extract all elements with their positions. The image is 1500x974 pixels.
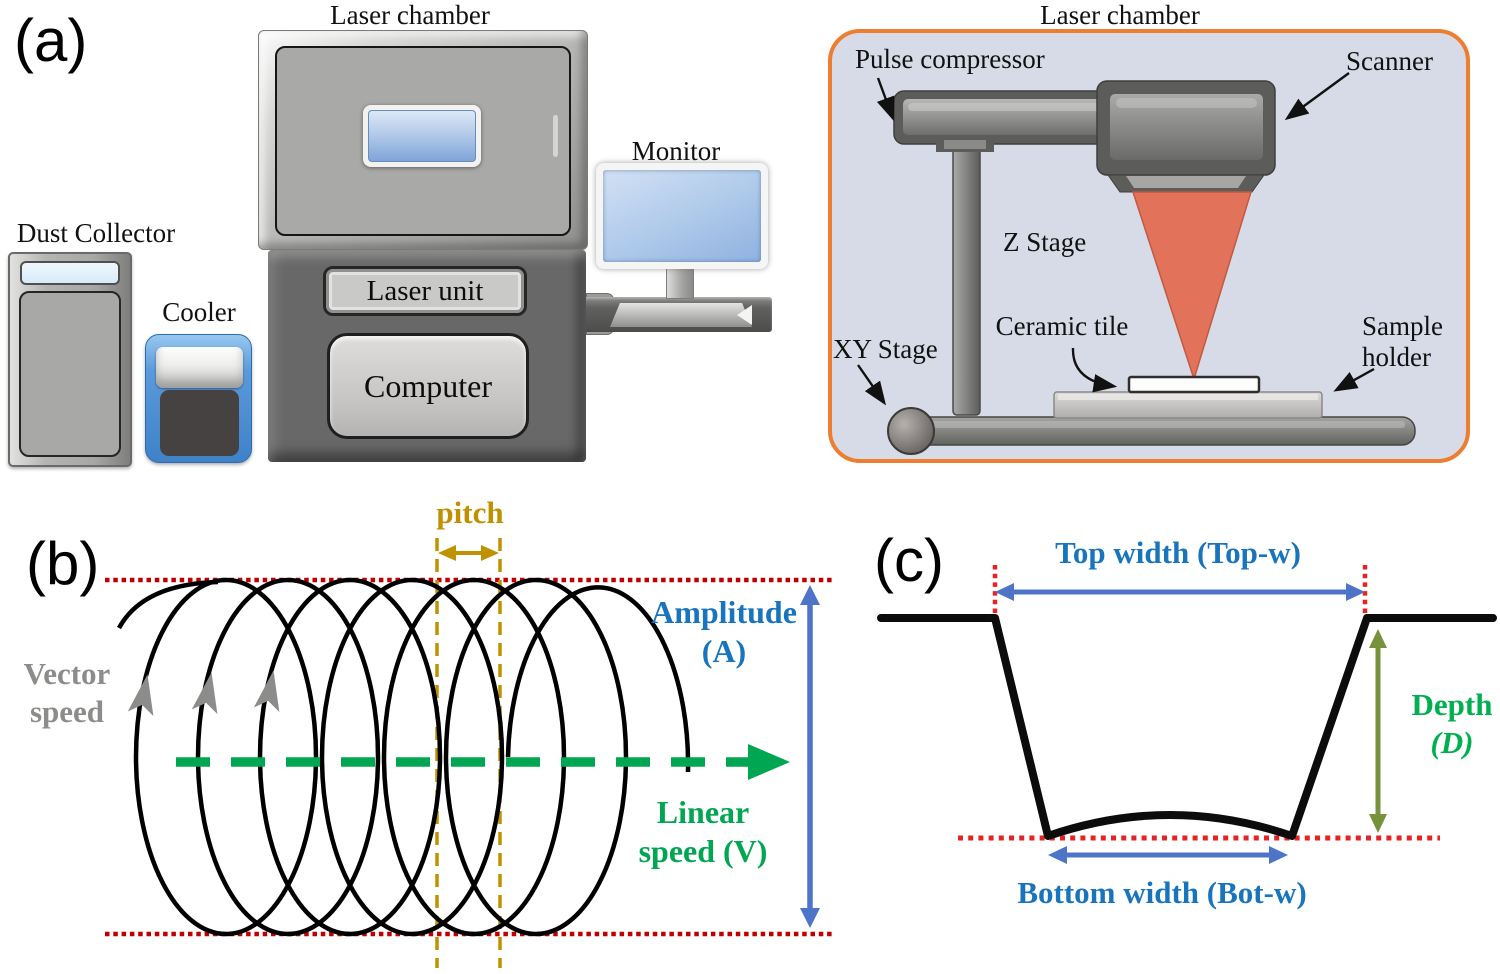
- scanner-highlight: [1116, 98, 1257, 108]
- monitor-stand: [666, 268, 694, 299]
- dust-collector-unit: [8, 252, 132, 467]
- linear-speed-arrowhead: [748, 744, 790, 780]
- spiral-diagram: [105, 538, 833, 968]
- ceramic-tile-label: Ceramic tile: [995, 311, 1129, 341]
- top-width-arrowhead-left: [995, 583, 1014, 601]
- amplitude-line2: (A): [701, 633, 747, 669]
- depth-arrowhead-top: [1369, 629, 1387, 648]
- pulse-compressor-label: Pulse compressor: [855, 44, 1045, 74]
- spiral-loop: [381, 577, 567, 937]
- pitch-label: pitch: [436, 495, 504, 530]
- pitch-arrowhead-right: [481, 545, 499, 561]
- ceramic-tile: [1127, 375, 1261, 394]
- top-width-label: Top width (Top-w): [1055, 535, 1301, 570]
- groove-profile-diagram: [877, 565, 1497, 864]
- ceramic-tile-arrow: [1071, 347, 1118, 393]
- computer-box: Computer: [327, 333, 529, 439]
- amplitude-line1: Amplitude: [651, 594, 797, 630]
- cooler-front-panel: [160, 390, 239, 456]
- spiral-loop: [257, 577, 443, 937]
- laser-chamber-title-left: Laser chamber: [330, 0, 490, 30]
- bottom-width-arrowhead-left: [1048, 846, 1067, 864]
- sample-holder-label-line2: holder: [1362, 342, 1431, 372]
- laser-chamber-detail: [828, 29, 1470, 463]
- z-stage-column: [952, 132, 981, 416]
- arm-highlight: [908, 103, 1104, 111]
- cabinet-window-glass: [368, 110, 476, 162]
- laser-chamber-title-right: Laser chamber: [1040, 0, 1200, 30]
- z-stage-label: Z Stage: [1003, 227, 1087, 257]
- cooler-lid: [156, 347, 243, 388]
- computer-label: Computer: [364, 367, 492, 404]
- cooler-label: Cooler: [162, 297, 236, 327]
- pitch-arrowhead-left: [438, 545, 456, 561]
- spiral-loop: [443, 577, 629, 937]
- cabinet-window-frame: [363, 105, 481, 167]
- pulse-compressor-arrow: [876, 77, 895, 121]
- linear-speed-line1: Linear: [656, 794, 750, 830]
- spiral-loop: [133, 577, 319, 937]
- vector-speed-arrowhead: [127, 674, 154, 717]
- panel-c-tag: (c): [874, 527, 944, 594]
- depth-line1: Depth: [1411, 687, 1493, 722]
- laser-chamber-cabinet: [258, 30, 588, 250]
- laser-beam: [1131, 191, 1253, 382]
- dust-collector-vent: [20, 261, 120, 285]
- sample-holder-label: Sample holder: [1362, 311, 1443, 373]
- scanner-lens: [1126, 176, 1246, 188]
- bottom-width-label: Bottom width (Bot-w): [1017, 875, 1307, 910]
- laser-unit-panel: Laser unit: [323, 266, 527, 316]
- cooler-unit: [145, 334, 252, 463]
- vector-speed-arrowhead: [191, 672, 218, 715]
- xy-stage-label: XY Stage: [833, 334, 938, 364]
- rail-highlight: [916, 421, 1405, 428]
- monitor-screen: [603, 170, 761, 262]
- amplitude-label: Amplitude (A): [651, 593, 797, 671]
- linear-speed-line2: speed (V): [638, 833, 768, 869]
- monitor: [596, 163, 768, 269]
- arm-step-face: [944, 140, 986, 149]
- sample-holder-highlight: [1058, 394, 1318, 400]
- keyboard: [610, 303, 752, 327]
- amplitude-arrowhead-bottom: [800, 908, 820, 928]
- groove-profile: [877, 614, 1497, 840]
- spiral-entry-arc: [117, 579, 219, 630]
- vector-speed-line2: speed: [29, 694, 105, 729]
- cabinet-handle: [553, 115, 558, 157]
- panel-a-tag: (a): [14, 7, 88, 74]
- bottom-width-arrowhead-right: [1269, 846, 1288, 864]
- scanner-label: Scanner: [1346, 46, 1433, 76]
- vector-speed-label: Vector speed: [24, 655, 111, 731]
- panel-b-tag: (b): [26, 530, 100, 597]
- dust-collector-door: [19, 291, 121, 457]
- monitor-label: Monitor: [631, 136, 721, 166]
- sample-holder-label-line1: Sample: [1362, 311, 1443, 341]
- laser-unit-label: Laser unit: [366, 274, 484, 307]
- laser-machine-base-unit: Laser unit Computer: [268, 250, 586, 462]
- scanner-arrow: [1284, 72, 1350, 121]
- depth-arrowhead-bottom: [1369, 814, 1387, 833]
- scanner-body: [1110, 94, 1263, 160]
- xy-stage-ball: [887, 407, 935, 455]
- vector-speed-arrowhead: [253, 670, 280, 713]
- spiral-exit-arc: [505, 585, 691, 773]
- dust-collector-label: Dust Collector: [16, 218, 176, 248]
- amplitude-arrowhead-top: [800, 585, 820, 605]
- linear-speed-label: Linear speed (V): [639, 793, 768, 871]
- xy-stage-arrow: [857, 364, 887, 406]
- sample-holder-arrow: [1333, 367, 1375, 392]
- spiral-loop: [195, 577, 381, 937]
- depth-label: Depth (D): [1412, 686, 1493, 762]
- top-width-arrowhead-right: [1346, 583, 1365, 601]
- vector-speed-line1: Vector: [23, 656, 111, 691]
- depth-line2: (D): [1430, 725, 1474, 760]
- spiral-loop: [319, 577, 505, 937]
